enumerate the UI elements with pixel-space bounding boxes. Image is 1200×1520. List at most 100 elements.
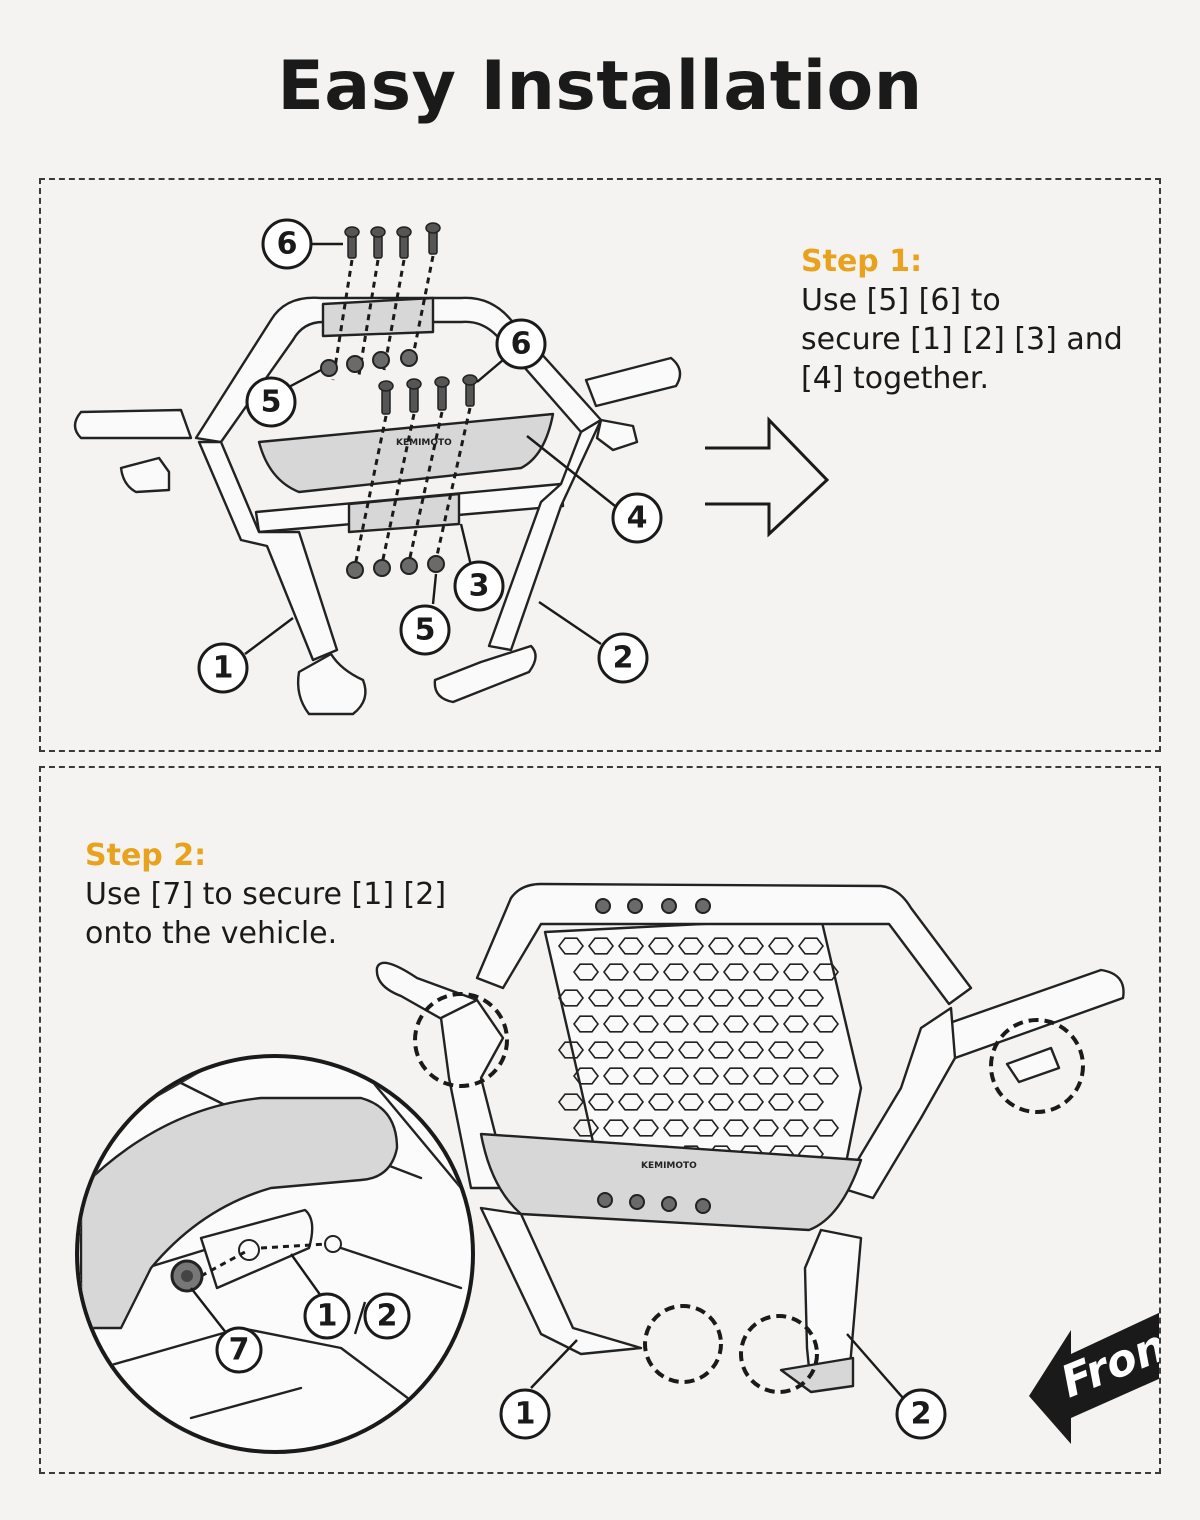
mesh-hex [752, 1067, 780, 1085]
mesh-hex [707, 989, 735, 1007]
mesh-hex [692, 1067, 720, 1085]
mesh-hex [707, 1093, 735, 1111]
mesh-hex [752, 1015, 780, 1033]
mesh-hex [602, 963, 630, 981]
mesh-hex [737, 937, 765, 955]
mesh-hex [767, 989, 795, 1007]
mesh-hex [812, 963, 840, 981]
right-leg-part2 [487, 418, 603, 652]
svg-text:5: 5 [415, 613, 436, 648]
callout-2-detail: 2 [363, 1292, 411, 1340]
step1-instructions: Step 1: Use [5] [6] to secure [1] [2] [3… [801, 242, 1151, 398]
page-title: Easy Installation [277, 47, 923, 126]
step2-mounting-diagram: KEMIMOTO [75, 882, 1159, 1454]
callout-1: 1 [197, 642, 249, 694]
mesh-hex [737, 989, 765, 1007]
mesh-hex [692, 963, 720, 981]
mesh-hex [737, 1093, 765, 1111]
mesh-hex [647, 1041, 675, 1059]
svg-text:Front: Front [1054, 1312, 1159, 1409]
svg-text:5: 5 [261, 385, 282, 420]
mesh-hex [722, 1119, 750, 1137]
skid-plate-part4 [257, 412, 555, 494]
mesh-hex [572, 1119, 600, 1137]
mesh-hex [602, 1015, 630, 1033]
right-upright [839, 1006, 957, 1200]
callout-3: 3 [453, 560, 505, 612]
svg-text:7: 7 [229, 1333, 250, 1368]
svg-text:4: 4 [627, 501, 648, 536]
mesh-hex [617, 937, 645, 955]
mesh-hex [722, 1067, 750, 1085]
mesh-hex [587, 1093, 615, 1111]
mesh-hex [677, 1093, 705, 1111]
step2-text: Use [7] to secure [1] [2] onto the vehic… [85, 877, 447, 951]
step1-heading: Step 1: [801, 244, 923, 279]
zoom-ring-right-foot [739, 1314, 819, 1394]
detail-magnifier [75, 1054, 475, 1454]
zoom-ring-left-foot [643, 1304, 723, 1384]
step2-heading: Step 2: [85, 838, 207, 873]
mesh-hex [662, 1015, 690, 1033]
mesh-hex [767, 1041, 795, 1059]
mesh-hex [722, 1015, 750, 1033]
left-leg-part1 [479, 1206, 643, 1356]
skid-plate [479, 1132, 863, 1232]
mesh-hex [767, 937, 795, 955]
mesh-hex [692, 1015, 720, 1033]
mesh-hex [572, 1067, 600, 1085]
callout-4: 4 [611, 492, 663, 544]
callout-5-upper: 5 [245, 376, 297, 428]
right-bracket-detail [1005, 1046, 1061, 1084]
callout-6-middle: 6 [495, 318, 547, 370]
mesh-hex [662, 963, 690, 981]
callout-5-lower: 5 [399, 604, 451, 656]
part3-plate [347, 492, 461, 534]
mesh-hex [782, 963, 810, 981]
mesh-hex [632, 1119, 660, 1137]
upper-bar [475, 882, 973, 1006]
mesh-hex [647, 937, 675, 955]
mesh-hex [692, 1119, 720, 1137]
mesh-hex [587, 989, 615, 1007]
mesh-hex [797, 937, 825, 955]
svg-text:2: 2 [613, 641, 634, 676]
callout-1-vehicle: 1 [499, 1388, 551, 1440]
mesh-hex [662, 1067, 690, 1085]
svg-text:1: 1 [213, 651, 234, 686]
mesh-hex [677, 989, 705, 1007]
upper-bolts-6 [331, 222, 441, 381]
mesh-hex [617, 1093, 645, 1111]
detail-bracket [199, 1208, 314, 1290]
mesh-hex [647, 1093, 675, 1111]
mesh-hex [662, 1119, 690, 1137]
upper-plate [321, 296, 435, 338]
front-direction-arrow: Front [1029, 1312, 1159, 1444]
mesh-hex [587, 937, 615, 955]
skid-plate-bolts [597, 1192, 711, 1214]
callout-1-detail: 1 [303, 1292, 351, 1340]
right-handle [584, 356, 682, 408]
mesh-hex [812, 1067, 840, 1085]
mesh-hex [617, 989, 645, 1007]
mesh-hex [782, 1015, 810, 1033]
left-bracket [119, 456, 171, 494]
mesh-hex [557, 937, 585, 955]
right-bracket [595, 418, 639, 452]
svg-text:3: 3 [469, 569, 490, 604]
svg-text:1: 1 [515, 1397, 536, 1432]
zoom-ring-left-handle [413, 992, 509, 1088]
callout-6-top: 6 [261, 218, 313, 270]
step1-exploded-diagram: KEMIMOTO [73, 218, 830, 716]
right-foot [433, 644, 537, 704]
lower-nuts-5 [346, 555, 445, 579]
mesh-hex [557, 1093, 585, 1111]
callout-2: 2 [597, 632, 649, 684]
mesh-hex [797, 989, 825, 1007]
mesh-hex [572, 1015, 600, 1033]
callout-7: 7 [215, 1326, 263, 1374]
svg-text:1: 1 [317, 1299, 338, 1334]
mesh-hex [587, 1041, 615, 1059]
svg-text:2: 2 [911, 1397, 932, 1432]
mesh-hex [602, 1119, 630, 1137]
